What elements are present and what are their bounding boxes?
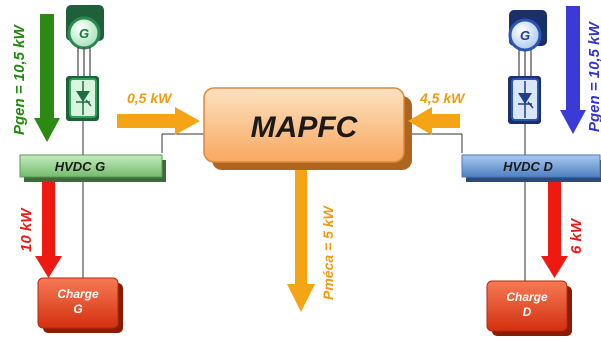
right-load-label-line2: D [523, 305, 532, 319]
right-generator-label: G [520, 28, 530, 43]
mapfc-label: MAPFC [251, 111, 359, 144]
right-load-label-line1: Charge [506, 290, 548, 304]
left-input-power-label: 0,5 kW [127, 90, 173, 106]
left-pgen-arrow [34, 14, 60, 142]
pmeca-arrow [287, 170, 315, 312]
left-generator-label: G [79, 26, 89, 41]
right-input-arrow [408, 107, 460, 135]
right-hvdc-label: HVDC D [503, 159, 553, 174]
left-hvdc-block: HVDC G [19, 154, 166, 182]
left-load-block: Charge G [37, 277, 123, 333]
left-hvdc-label: HVDC G [55, 159, 106, 174]
left-generator: G [66, 5, 104, 50]
right-load-arrow [541, 182, 568, 278]
pmeca-label: Pméca = 5 kW [320, 204, 336, 300]
right-generator: G [508, 10, 547, 52]
left-branch: G Pgen = 10,5 kW HVDC G 10 kW [11, 5, 166, 333]
left-load-label-line1: Charge [57, 287, 99, 301]
left-input-arrow [117, 107, 200, 135]
right-pgen-arrow [560, 6, 586, 134]
right-input-power-label: 4,5 kW [419, 90, 466, 106]
right-converter-icon [508, 76, 541, 124]
right-pgen-label: Pgen = 10,5 kW [586, 21, 601, 132]
left-pgen-label: Pgen = 10,5 kW [11, 24, 28, 135]
right-load-block: Charge D [486, 280, 572, 336]
left-load-power-label: 10 kW [18, 207, 35, 252]
left-converter-icon [66, 76, 99, 121]
right-hvdc-block: HVDC D [461, 154, 601, 182]
right-load-power-label: 6 kW [568, 217, 585, 254]
left-load-label-line2: G [73, 302, 82, 316]
right-branch: G Pgen = 10,5 kW HVDC D 6 kW C [461, 6, 601, 336]
left-load-arrow [35, 182, 62, 278]
mapfc-block: MAPFC [203, 87, 412, 170]
